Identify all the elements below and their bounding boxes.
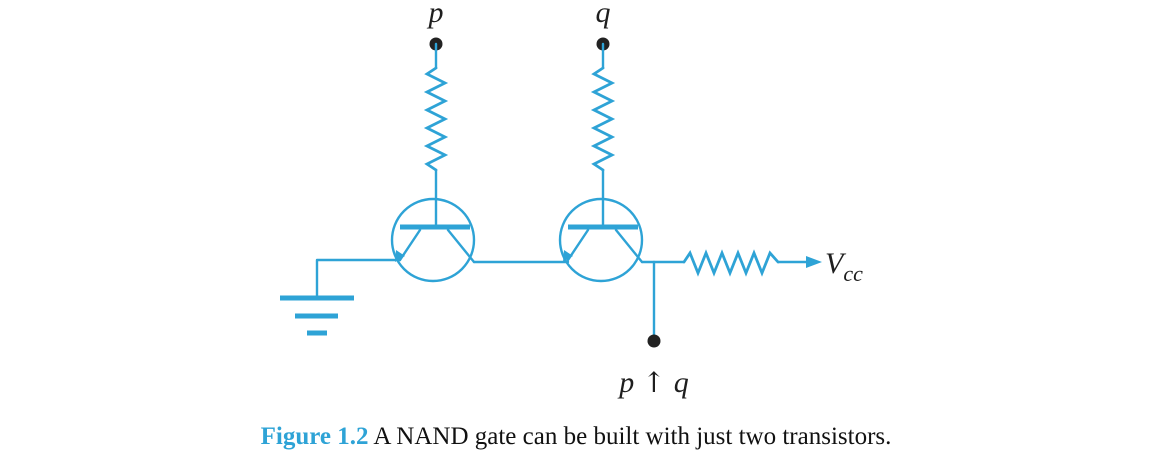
transistor-right: [558, 197, 644, 283]
pullup-resistor: [640, 249, 822, 277]
vcc-subscript: cc: [843, 261, 863, 286]
vcc-label: Vcc: [825, 247, 863, 286]
input-q-label: q: [596, 0, 611, 29]
output-label: p↑ q: [617, 366, 688, 399]
figure-caption-text: A NAND gate can be built with just two t…: [373, 423, 892, 450]
figure-number: Figure 1.2: [260, 423, 369, 450]
figure-caption: Figure 1.2 A NAND gate can be built with…: [0, 423, 1152, 451]
output-p: p: [617, 366, 634, 399]
ground-connection: [280, 258, 402, 336]
output-terminal: [647, 334, 661, 348]
vcc-v: V: [825, 247, 847, 280]
input-p-label: p: [427, 0, 444, 29]
output-q: q: [674, 366, 689, 399]
output-nand-operator: ↑: [642, 366, 665, 399]
transistor-left: [390, 197, 476, 283]
